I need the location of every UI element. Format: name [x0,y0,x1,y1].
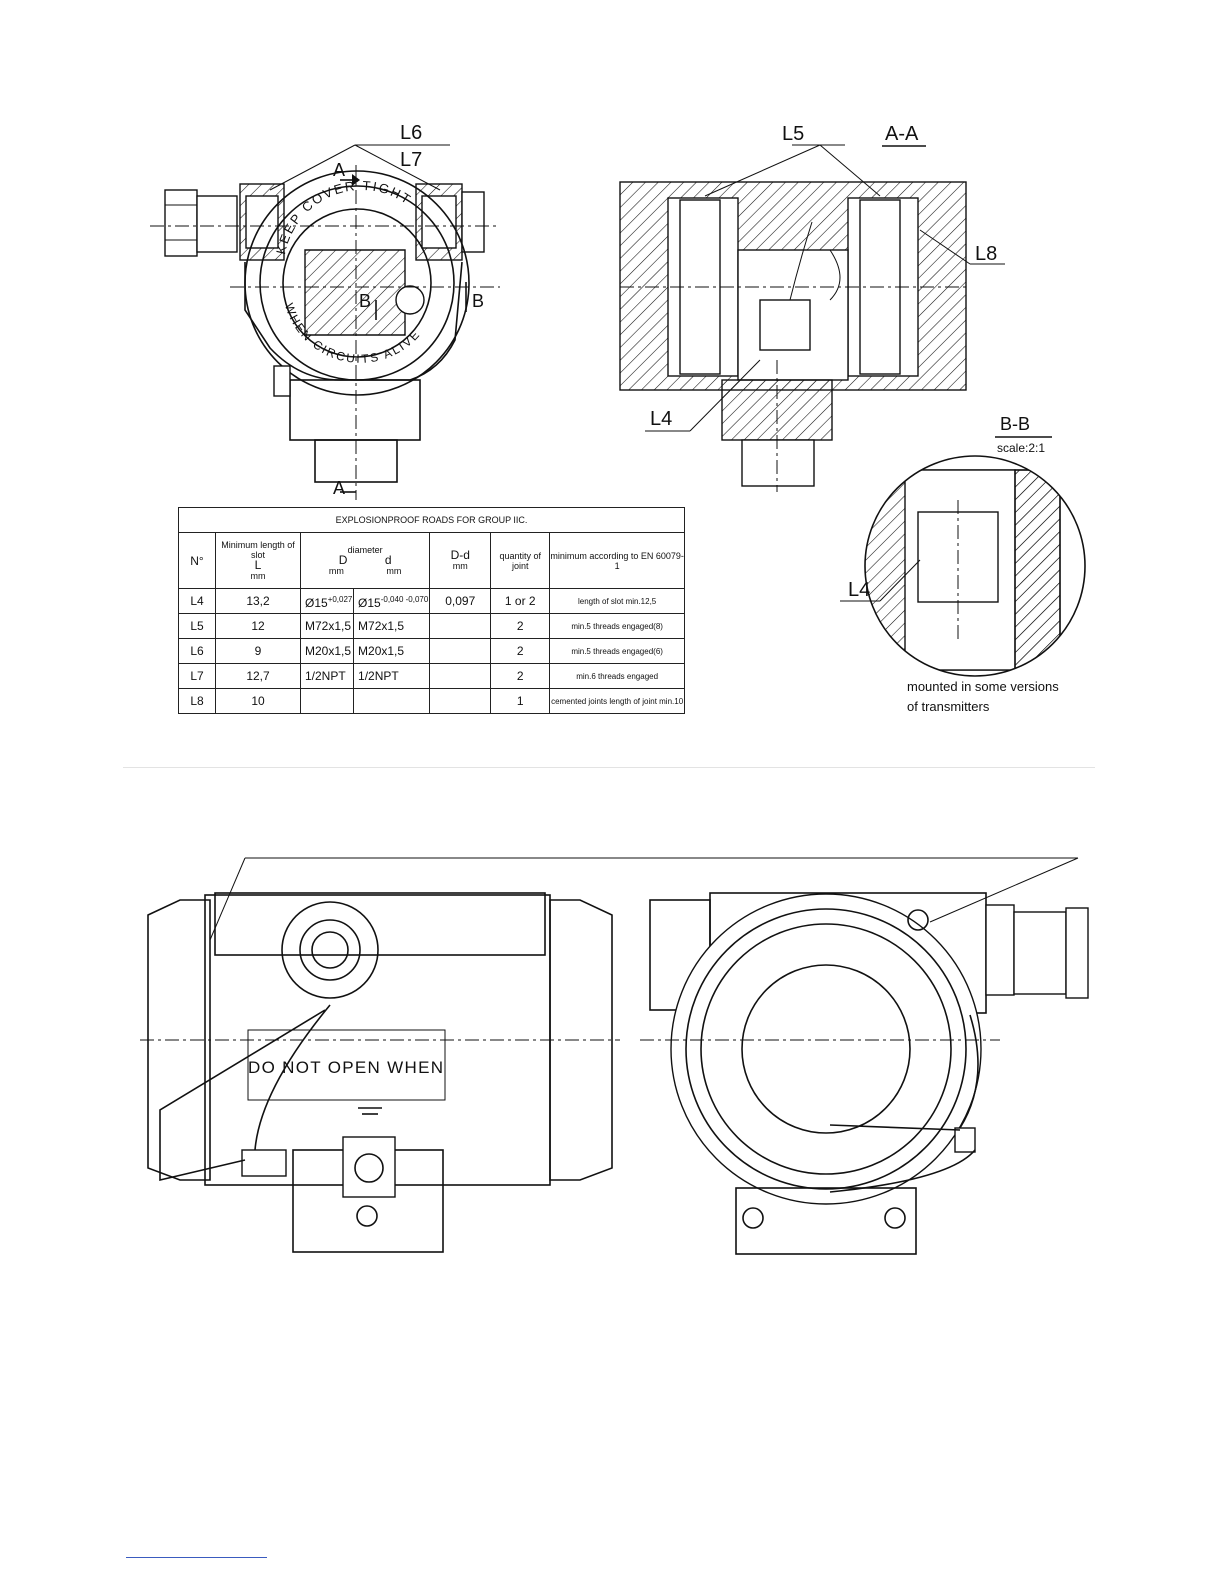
header-no: N° [178,532,216,589]
cell-minimum: min.5 threads engaged(6) [549,638,685,664]
cell-dd: 0,097 [429,588,492,614]
cell-minimum: min.5 threads engaged(8) [549,613,685,639]
cell-no: L5 [178,613,216,639]
cell-d: M72x1,5 [353,613,431,639]
side-view: DO NOT OPEN WHEN [140,857,1079,1253]
cell-quantity: 1 [490,688,551,714]
cell-length: 9 [215,638,301,664]
mounted-note: mounted in some versions of transmitters [907,677,1059,717]
cell-no: L8 [178,688,216,714]
header-minimum: minimum according to EN 60079-1 [549,532,685,589]
label-section-aa: A-A [885,123,919,145]
cell-length: 12,7 [215,663,301,689]
front-view: L6 L7 A A B B KEEP COVER TIGHT WHEN CIRC… [150,122,500,500]
detail-bb-view: B-B scale:2:1 L4 [840,414,1086,677]
cell-no: L6 [178,638,216,664]
label-section-bb: B-B [1000,414,1030,434]
label-l5: L5 [782,123,804,145]
cell-no: L7 [178,663,216,689]
section-aa-view: L5 A-A L8 L4 [619,123,1005,492]
warning-plate: DO NOT OPEN WHEN [248,1058,443,1077]
cell-D: 1/2NPT [299,663,355,689]
note-line-2: of transmitters [907,699,990,714]
cell-D: M72x1,5 [299,613,355,639]
label-l8: L8 [975,243,997,265]
label-a-top: A [333,160,345,180]
cell-length: 13,2 [215,588,301,614]
label-l7: L7 [400,149,422,171]
rear-view [640,892,1089,1255]
cell-d: Ø15-0,040 -0,070 [353,588,431,614]
label-b-left: B [359,291,371,311]
cell-minimum: length of slot min.12,5 [549,588,685,614]
cell-dd [429,663,492,689]
label-l6: L6 [400,122,422,144]
footnote-rule [126,1557,267,1558]
cell-d: 1/2NPT [353,663,431,689]
cell-no: L4 [178,588,216,614]
cell-d: M20x1,5 [353,638,431,664]
label-scale: scale:2:1 [997,441,1045,455]
cell-D [299,688,355,714]
header-quantity: quantity of joint [490,532,551,589]
cell-d [353,688,431,714]
note-line-1: mounted in some versions [907,679,1059,694]
cell-minimum: cemented joints length of joint min.10 [549,688,685,714]
explosionproof-roads-table: EXPLOSIONPROOF ROADS FOR GROUP IIC. N° M… [178,507,685,714]
cell-D: M20x1,5 [299,638,355,664]
cell-length: 10 [215,688,301,714]
cell-quantity: 2 [490,638,551,664]
label-l4-detail: L4 [848,579,870,601]
cell-quantity: 2 [490,663,551,689]
cell-quantity: 2 [490,613,551,639]
table-title: EXPLOSIONPROOF ROADS FOR GROUP IIC. [178,507,685,533]
cell-dd [429,613,492,639]
cell-dd [429,688,492,714]
label-b-right: B [472,291,484,311]
section-divider [123,767,1095,768]
cell-length: 12 [215,613,301,639]
cell-minimum: min.6 threads engaged [549,663,685,689]
label-l4-section: L4 [650,408,672,430]
label-a-bottom: A [333,478,345,498]
cell-D: Ø15+0,027 [299,588,355,614]
cell-quantity: 1 or 2 [490,588,551,614]
cell-dd [429,638,492,664]
